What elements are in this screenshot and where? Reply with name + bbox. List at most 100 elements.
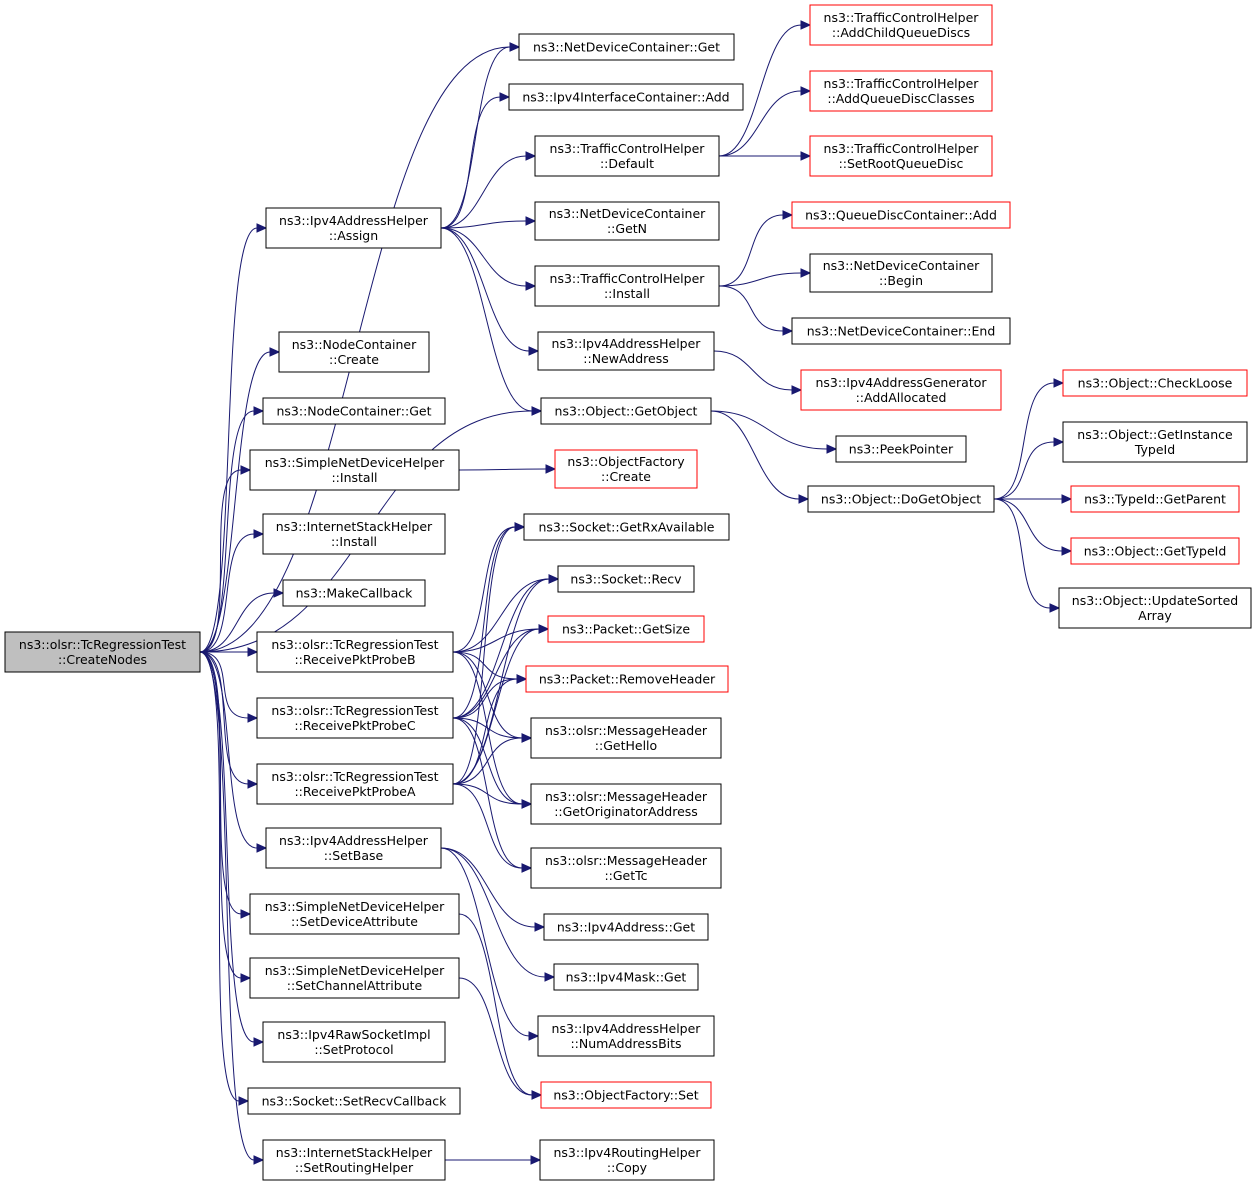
node-tch_addclasses[interactable]: ns3::TrafficControlHelper::AddQueueDiscC… (809, 70, 993, 112)
node-label: ns3::olsr::MessageHeader (545, 853, 708, 868)
node-mh_getorig[interactable]: ns3::olsr::MessageHeader::GetOriginatorA… (530, 783, 722, 825)
node-label: ns3::SimpleNetDeviceHelper (265, 455, 445, 470)
edge-probe_b-to-mh_gethello (452, 651, 533, 743)
node-tch_setroot[interactable]: ns3::TrafficControlHelper::SetRootQueueD… (809, 135, 993, 177)
node-label: ns3::olsr::TcRegressionTest (271, 703, 438, 718)
node-mh_gettc[interactable]: ns3::olsr::MessageHeader::GetTc (530, 847, 722, 889)
edge-obj_dogetobject-to-obj_checkloose (993, 378, 1065, 500)
node-label: ::NumAddressBits (570, 1036, 681, 1051)
node-ipv4mask_get[interactable]: ns3::Ipv4Mask::Get (553, 963, 699, 991)
node-sock_recv[interactable]: ns3::Socket::Recv (557, 565, 695, 593)
node-probe_c[interactable]: ns3::olsr::TcRegressionTest::ReceivePktP… (256, 697, 454, 739)
node-label: ns3::Ipv4Mask::Get (566, 970, 687, 985)
node-probe_a[interactable]: ns3::olsr::TcRegressionTest::ReceivePktP… (256, 763, 454, 805)
edge-obj_dogetobject-to-typeid_getparent (994, 494, 1073, 504)
node-label: ns3::Socket::GetRxAvailable (538, 520, 714, 535)
node-peekpointer[interactable]: ns3::PeekPointer (835, 435, 967, 463)
edge-sndh_setdevattr-to-of_set (458, 913, 543, 1100)
node-label: ns3::Ipv4InterfaceContainer::Add (522, 90, 729, 105)
node-sock_setrecvcb[interactable]: ns3::Socket::SetRecvCallback (247, 1087, 461, 1115)
node-label: ::Install (331, 470, 377, 485)
edge-ipv4ah_assign-to-ndc_get (440, 42, 521, 229)
node-ndc_begin[interactable]: ns3::NetDeviceContainer::Begin (809, 253, 993, 293)
node-label: ::SetBase (324, 848, 384, 863)
node-obj_gettypeid[interactable]: ns3::Object::GetTypeId (1070, 537, 1240, 565)
node-typeid_getparent[interactable]: ns3::TypeId::GetParent (1070, 485, 1240, 513)
node-obj_dogetobject[interactable]: ns3::Object::DoGetObject (807, 485, 995, 513)
node-obj_checkloose[interactable]: ns3::Object::CheckLoose (1062, 369, 1248, 397)
node-ipv4ah_setbase[interactable]: ns3::Ipv4AddressHelper::SetBase (265, 827, 442, 869)
node-sock_getrx[interactable]: ns3::Socket::GetRxAvailable (523, 513, 730, 541)
node-label: ns3::InternetStackHelper (276, 1145, 433, 1160)
edge-root-to-ipv4raw_setproto (199, 651, 265, 1047)
node-obj_getobject[interactable]: ns3::Object::GetObject (540, 397, 712, 425)
node-label: ns3::Object::GetObject (555, 404, 698, 419)
node-tch_addchild[interactable]: ns3::TrafficControlHelper::AddChildQueue… (809, 4, 993, 46)
edge-probe_c-to-mh_gettc (452, 717, 533, 873)
node-sndh_setdevattr[interactable]: ns3::SimpleNetDeviceHelper::SetDeviceAtt… (249, 893, 460, 935)
node-label: ns3::Ipv4AddressHelper (279, 833, 429, 848)
edge-ipv4ah_assign-to-obj_getobject (440, 227, 543, 416)
node-label: ::ReceivePktProbeC (294, 718, 415, 733)
node-label: ns3::Ipv4Address::Get (557, 920, 695, 935)
edge-ipv4ah_assign-to-ipv4ah_newaddr (440, 227, 540, 356)
node-label: ns3::MakeCallback (296, 586, 414, 601)
node-nc_create[interactable]: ns3::NodeContainer::Create (278, 331, 430, 373)
edge-root-to-nc_create (199, 347, 281, 653)
node-label: ::Create (601, 469, 651, 484)
node-label: ns3::Object::GetInstance (1077, 427, 1233, 442)
node-sndh_install[interactable]: ns3::SimpleNetDeviceHelper::Install (249, 449, 460, 491)
node-of_set[interactable]: ns3::ObjectFactory::Set (540, 1081, 712, 1109)
edge-root-to-probe_a (199, 651, 259, 789)
node-label: ::Create (329, 352, 379, 367)
node-qdc_add[interactable]: ns3::QueueDiscContainer::Add (791, 201, 1011, 229)
node-label: ::Install (331, 534, 377, 549)
node-label: ns3::olsr::TcRegressionTest (271, 769, 438, 784)
node-mh_gethello[interactable]: ns3::olsr::MessageHeader::GetHello (530, 717, 722, 759)
node-ipv4rh_copy[interactable]: ns3::Ipv4RoutingHelper::Copy (539, 1139, 715, 1181)
node-label: ::SetDeviceAttribute (291, 914, 418, 929)
edge-root-to-ish_install (199, 529, 265, 653)
node-label: ::ReceivePktProbeB (294, 652, 415, 667)
node-tch_install[interactable]: ns3::TrafficControlHelper::Install (534, 265, 720, 307)
node-ipv4ah_numbits[interactable]: ns3::Ipv4AddressHelper::NumAddressBits (537, 1015, 715, 1057)
node-ipv4addr_get[interactable]: ns3::Ipv4Address::Get (543, 913, 709, 941)
node-probe_b[interactable]: ns3::olsr::TcRegressionTest::ReceivePktP… (256, 631, 454, 673)
edge-ipv4ah_assign-to-tch_install (440, 227, 537, 291)
node-of_create[interactable]: ns3::ObjectFactory::Create (554, 449, 698, 489)
node-ish_setrouting[interactable]: ns3::InternetStackHelper::SetRoutingHelp… (262, 1139, 446, 1181)
node-ndc_end[interactable]: ns3::NetDeviceContainer::End (791, 317, 1011, 345)
node-label: ns3::Ipv4RoutingHelper (553, 1145, 701, 1160)
node-ipv4ag_alloc[interactable]: ns3::Ipv4AddressGenerator::AddAllocated (800, 369, 1002, 411)
node-ipv4ah_assign[interactable]: ns3::Ipv4AddressHelper::Assign (265, 207, 442, 249)
node-label: Array (1138, 608, 1172, 623)
node-sndh_setchanattr[interactable]: ns3::SimpleNetDeviceHelper::SetChannelAt… (249, 957, 460, 999)
node-ndc_get[interactable]: ns3::NetDeviceContainer::Get (518, 33, 735, 61)
node-makecallback[interactable]: ns3::MakeCallback (282, 579, 426, 607)
edge-root-to-ipv4ah_setbase (199, 651, 268, 853)
node-ipv4ic_add[interactable]: ns3::Ipv4InterfaceContainer::Add (508, 83, 744, 111)
node-nc_get[interactable]: ns3::NodeContainer::Get (262, 397, 446, 425)
node-label: ns3::olsr::MessageHeader (545, 789, 708, 804)
node-label: ns3::Packet::RemoveHeader (539, 672, 716, 687)
node-pkt_getsize[interactable]: ns3::Packet::GetSize (547, 615, 705, 643)
node-label: ::GetHello (595, 738, 657, 753)
node-root[interactable]: ns3::olsr::TcRegressionTest::CreateNodes (4, 631, 201, 673)
node-tch_default[interactable]: ns3::TrafficControlHelper::Default (534, 135, 720, 177)
node-label: TypeId (1134, 442, 1175, 457)
node-label: ns3::Ipv4RawSocketImpl (277, 1027, 430, 1042)
node-label: ::AddAllocated (856, 390, 947, 405)
edge-probe_a-to-mh_getorig (452, 783, 533, 809)
node-label: ns3::olsr::MessageHeader (545, 723, 708, 738)
node-pkt_removeheader[interactable]: ns3::Packet::RemoveHeader (525, 665, 729, 693)
edge-sndh_setchanattr-to-of_set (458, 977, 543, 1100)
node-ipv4ah_newaddr[interactable]: ns3::Ipv4AddressHelper::NewAddress (537, 331, 715, 371)
edge-ipv4ah_setbase-to-ipv4ah_numbits (440, 847, 540, 1041)
node-ndc_getn[interactable]: ns3::NetDeviceContainer::GetN (534, 201, 720, 241)
node-ish_install[interactable]: ns3::InternetStackHelper::Install (262, 513, 446, 555)
node-label: ::AddQueueDiscClasses (827, 91, 974, 106)
node-ipv4raw_setproto[interactable]: ns3::Ipv4RawSocketImpl::SetProtocol (262, 1021, 446, 1063)
